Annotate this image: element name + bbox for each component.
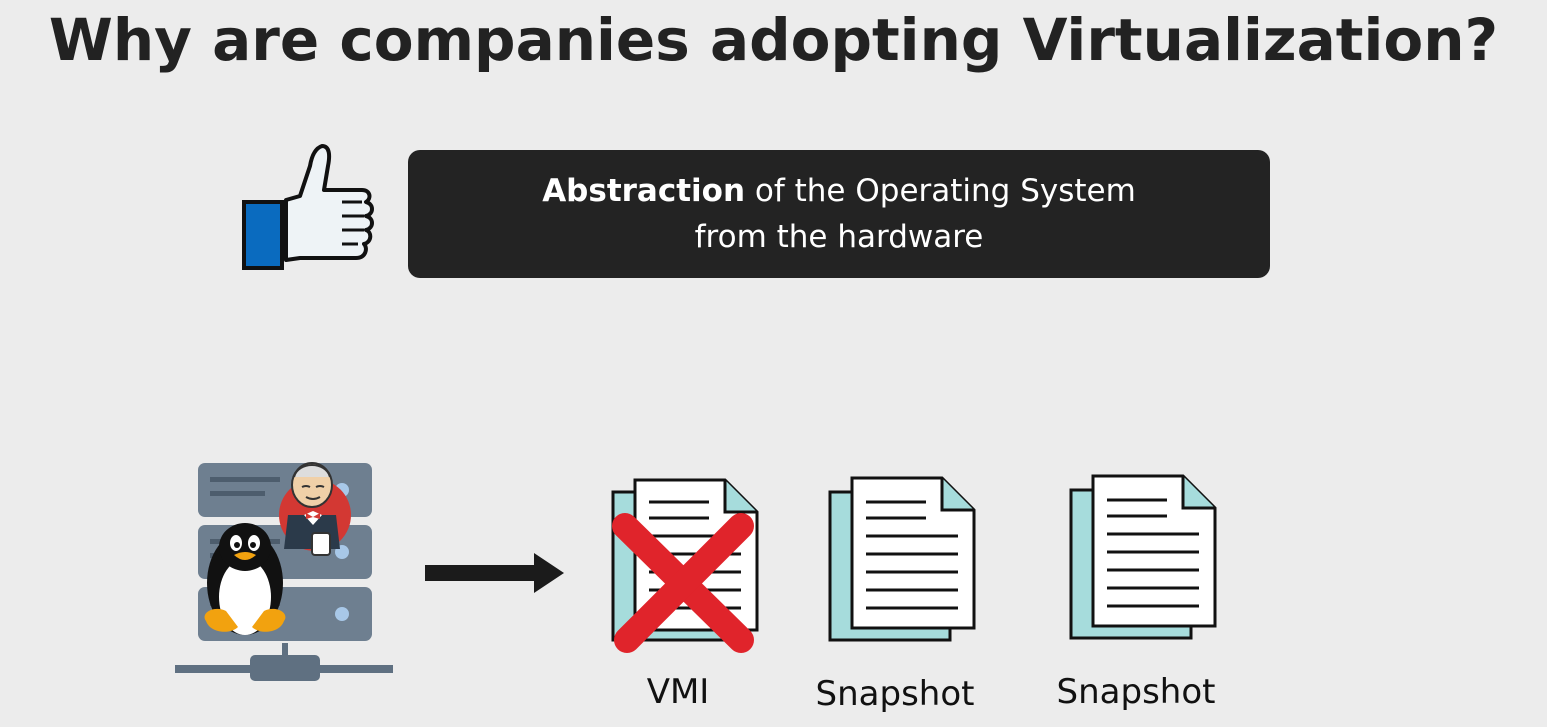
server-icon [175,462,393,681]
vmi-document-icon [611,478,759,653]
abstraction-callout: Abstraction of the Operating System from… [408,150,1270,278]
callout-line-2: from the hardware [694,219,984,255]
red-x-icon [612,513,754,653]
vmi-label: VMI [646,672,710,712]
snapshot-document-icon [1069,474,1217,640]
snapshot-label: Snapshot [1056,672,1216,712]
page-title: Why are companies adopting Virtualizatio… [48,6,1499,74]
linux-penguin-icon [204,523,286,635]
snapshot-label: Snapshot [815,674,975,714]
snapshot-document-icon [828,476,976,642]
thumbs-up-icon [242,144,374,270]
jenkins-butler-icon [279,462,351,556]
callout-bold-text: Abstraction [542,173,746,209]
callout-line-1: Abstraction of the Operating System [542,168,1136,214]
arrow-right-icon [425,553,564,593]
callout-line-1-rest: of the Operating System [745,173,1136,209]
